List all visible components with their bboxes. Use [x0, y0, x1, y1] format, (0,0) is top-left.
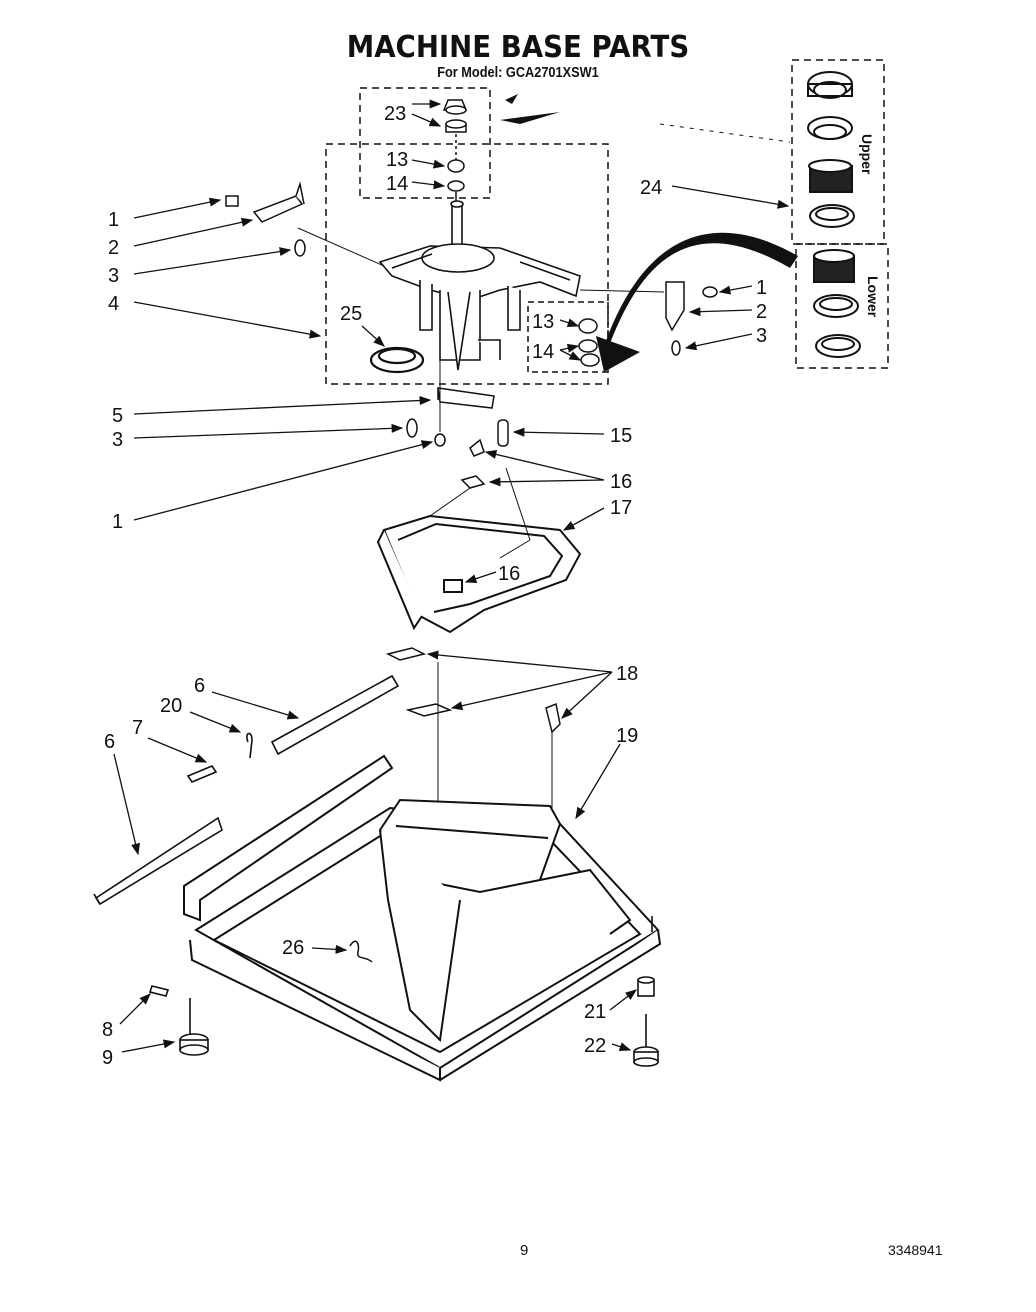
callout-13-lower: 13 — [532, 311, 554, 333]
upper-bearing-box — [791, 59, 885, 245]
small-parts-box-upper — [359, 87, 491, 199]
gearcase-box — [325, 143, 609, 385]
right-bracket-parts — [579, 281, 718, 356]
seal-ring — [369, 346, 425, 374]
callout-1-right: 1 — [756, 277, 767, 299]
callout-15: 15 — [610, 425, 632, 447]
callout-22: 22 — [584, 1035, 606, 1057]
callout-16-upper: 16 — [610, 471, 632, 493]
left-bracket-parts — [225, 181, 385, 267]
callout-2-right: 2 — [756, 301, 767, 323]
cabinet-base — [183, 754, 662, 1082]
callout-3-mid: 3 — [112, 429, 123, 451]
leveling-feet — [148, 916, 659, 1067]
model-subtitle: For Model: GCA2701XSW1 — [437, 64, 599, 81]
callout-13-upper: 13 — [386, 149, 408, 171]
callout-2-left: 2 — [108, 237, 119, 259]
callout-14-upper: 14 — [386, 173, 408, 195]
callout-23: 23 — [384, 103, 406, 125]
document-part-number: 3348941 — [888, 1242, 943, 1258]
callout-1-mid: 1 — [112, 511, 123, 533]
callout-6-lower: 6 — [104, 731, 115, 753]
callout-4: 4 — [108, 293, 119, 315]
upper-bearing-set — [807, 71, 855, 228]
lower-bearing-set — [813, 249, 861, 358]
upper-group-label: Upper — [859, 134, 875, 175]
callout-24: 24 — [640, 177, 662, 199]
callout-19: 19 — [616, 725, 638, 747]
tub-support-frame — [376, 467, 582, 634]
lower-group-label: Lower — [865, 276, 881, 318]
top-assembly-group — [325, 59, 889, 385]
callout-numbers: 23 13 14 1 2 3 4 25 24 1 2 3 13 14 5 3 1… — [102, 103, 767, 1069]
callout-20: 20 — [160, 695, 182, 717]
shaft-nut-stack — [442, 99, 468, 202]
callout-5: 5 — [112, 405, 123, 427]
callout-17: 17 — [610, 497, 632, 519]
callout-21: 21 — [584, 1001, 606, 1023]
callout-14-lower: 14 — [532, 341, 554, 363]
callout-9: 9 — [102, 1047, 113, 1069]
lower-nut-set — [578, 318, 600, 367]
wire-clip — [349, 940, 373, 963]
callout-6-upper: 6 — [194, 675, 205, 697]
direction-arrow — [500, 112, 560, 124]
callout-3-right: 3 — [756, 325, 767, 347]
transmission-assembly — [378, 200, 581, 371]
callout-1-left: 1 — [108, 209, 119, 231]
callout-3-left: 3 — [108, 265, 119, 287]
curved-arrow — [602, 232, 798, 354]
callout-18: 18 — [616, 663, 638, 685]
page-number: 9 — [520, 1242, 529, 1259]
callout-26: 26 — [282, 937, 304, 959]
callout-leaders — [113, 99, 790, 1053]
callout-16-lower: 16 — [498, 563, 520, 585]
callout-7: 7 — [132, 717, 143, 739]
support-bracket-parts — [406, 360, 509, 489]
page-title: MACHINE BASE PARTS — [346, 30, 690, 65]
side-rail-parts — [93, 674, 400, 906]
callout-25: 25 — [340, 303, 362, 325]
callout-8: 8 — [102, 1019, 113, 1041]
